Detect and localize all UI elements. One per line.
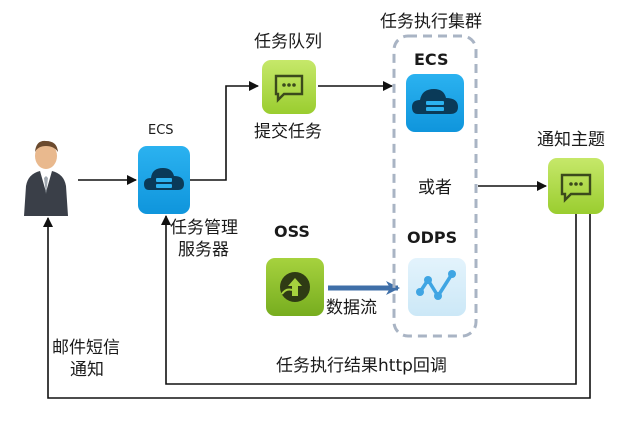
arrow-ecs-to-queue — [190, 81, 259, 181]
or-label: 或者 — [418, 178, 452, 198]
oss-storage-icon — [280, 272, 310, 302]
message-queue-icon — [274, 74, 304, 103]
data-flow-label: 数据流 — [326, 298, 377, 318]
odps-graph-icon — [416, 270, 456, 300]
notify-topic-tile — [548, 158, 604, 214]
user-icon — [18, 134, 74, 216]
submit-task-label: 提交任务 — [254, 122, 322, 142]
cluster-ecs-tile — [406, 74, 464, 132]
arrow-callback-to-ecs — [161, 214, 577, 385]
task-server-label-line2: 服务器 — [178, 240, 229, 260]
ecs-server-tile — [138, 146, 190, 214]
oss-tile — [266, 258, 324, 316]
ecs-server-icon — [144, 168, 184, 190]
task-cluster-label: 任务执行集群 — [380, 12, 482, 32]
cluster-ecs-label: ECS — [414, 50, 449, 69]
mail-sms-label-line2: 通知 — [70, 360, 104, 380]
task-queue-label: 任务队列 — [254, 32, 322, 52]
task-server-label-line1: 任务管理 — [170, 218, 238, 238]
notify-topic-label: 通知主题 — [537, 130, 605, 150]
odps-label: ODPS — [407, 228, 458, 247]
task-queue-tile — [262, 60, 316, 114]
task-cluster-box — [392, 34, 478, 338]
callback-label: 任务执行结果http回调 — [276, 356, 447, 376]
odps-tile — [408, 258, 466, 316]
arrow-notify-to-user — [43, 214, 591, 399]
ecs-cloud-icon — [412, 89, 458, 114]
oss-label: OSS — [274, 222, 310, 241]
notification-topic-icon — [560, 173, 592, 203]
mail-sms-label-line1: 邮件短信 — [52, 338, 120, 358]
ecs-label: ECS — [148, 123, 174, 138]
